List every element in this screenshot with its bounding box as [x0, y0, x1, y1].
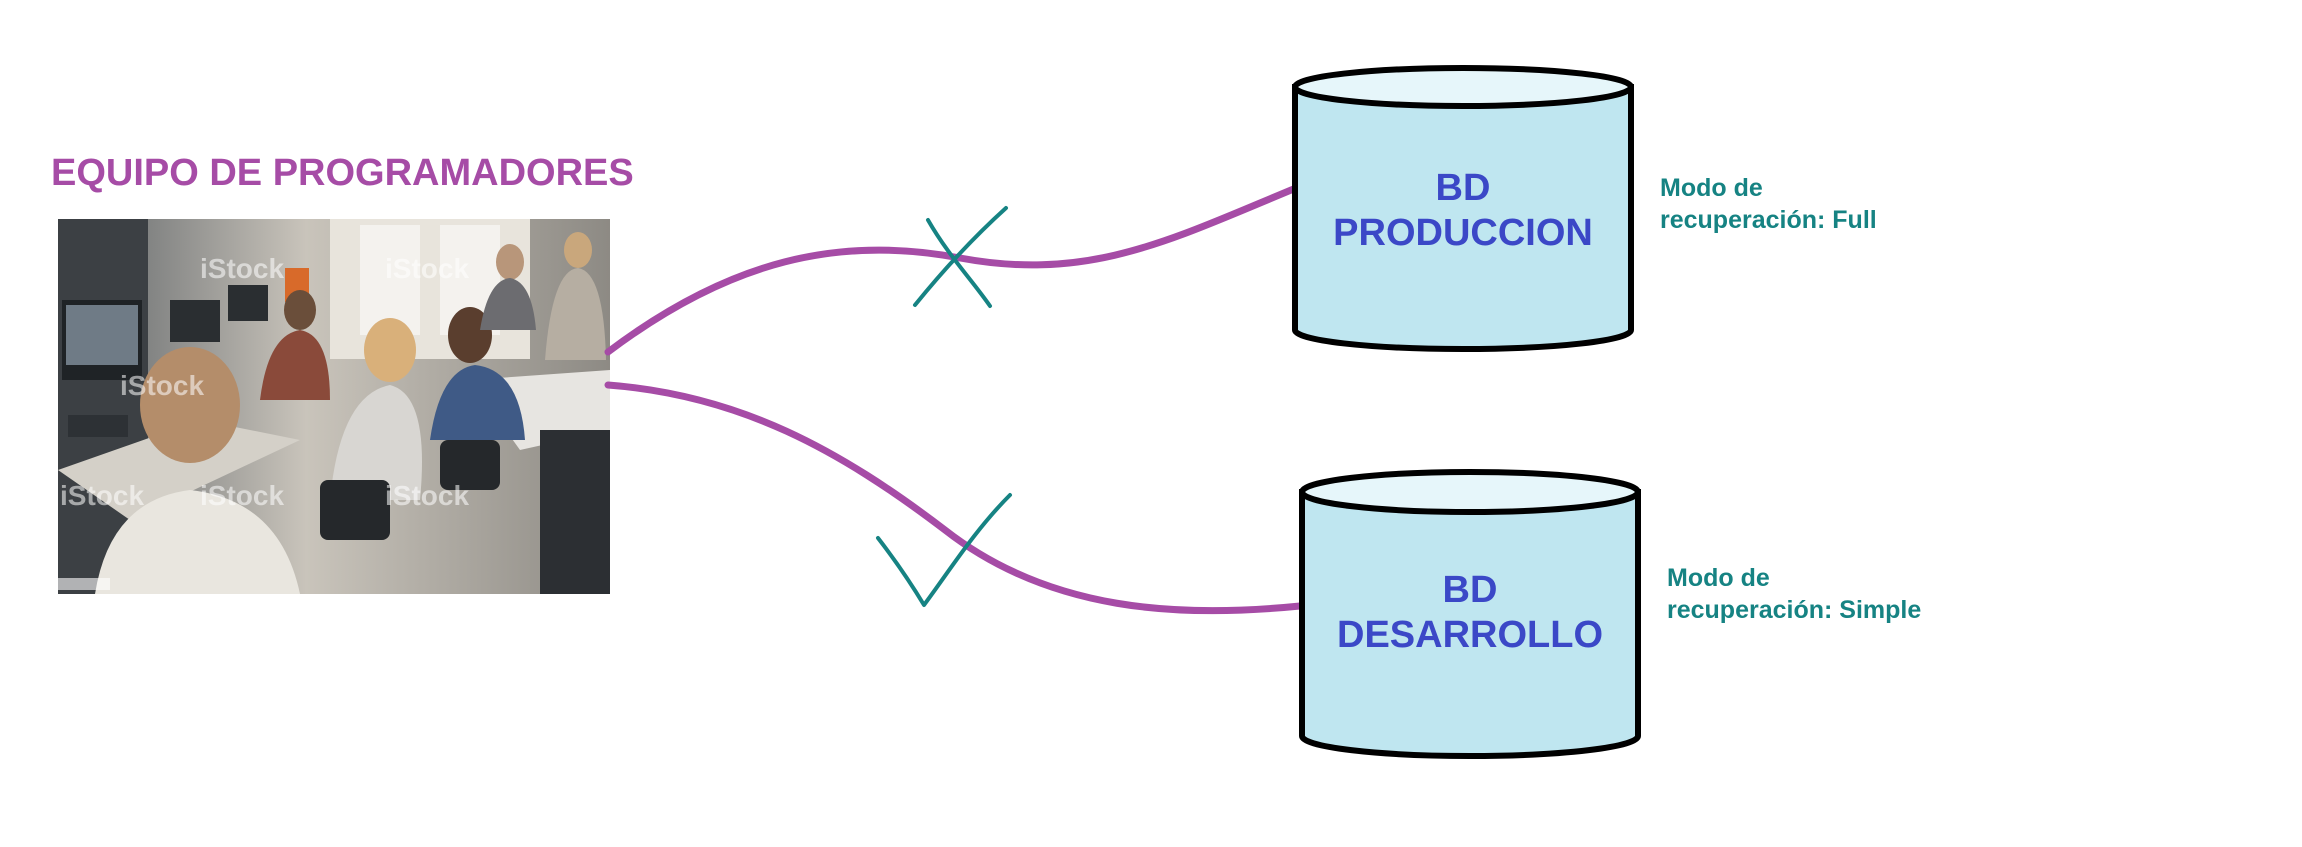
production-recovery-mode: Modo de recuperación: Full: [1660, 172, 1877, 236]
cross-mark-icon: [913, 206, 1008, 308]
development-recovery-mode: Modo de recuperación: Simple: [1667, 562, 1921, 626]
team-photo: iStock iStock iStock iStock iStock iStoc…: [58, 219, 610, 594]
production-recovery-mode-line1: Modo de: [1660, 174, 1763, 202]
photo-watermark: iStock: [200, 253, 284, 284]
photo-watermark: iStock: [60, 480, 144, 511]
database-production-label: BD PRODUCCION: [1300, 166, 1626, 256]
photo-watermark: iStock: [385, 480, 469, 511]
database-development-name-line1: BD: [1442, 569, 1498, 611]
photo-watermark: iStock: [200, 480, 284, 511]
photo-watermark: iStock: [385, 253, 469, 284]
database-development-cylinder: [1299, 469, 1641, 759]
database-production-cylinder: [1292, 65, 1634, 352]
check-mark-icon: [876, 493, 1012, 607]
development-recovery-mode-line1: Modo de: [1667, 564, 1770, 592]
photo-watermark: iStock: [120, 370, 204, 401]
connector-production: [604, 184, 1300, 356]
team-title: EQUIPO DE PROGRAMADORES: [51, 152, 634, 194]
database-production-name-line1: BD: [1435, 167, 1491, 209]
database-development-name-line2: DESARROLLO: [1337, 614, 1603, 656]
database-production-name-line2: PRODUCCION: [1333, 212, 1593, 254]
development-recovery-mode-line2: recuperación: Simple: [1667, 596, 1922, 624]
connector-development: [604, 381, 1304, 615]
production-recovery-mode-line2: recuperación: Full: [1660, 206, 1877, 234]
database-development-label: BD DESARROLLO: [1307, 568, 1633, 658]
